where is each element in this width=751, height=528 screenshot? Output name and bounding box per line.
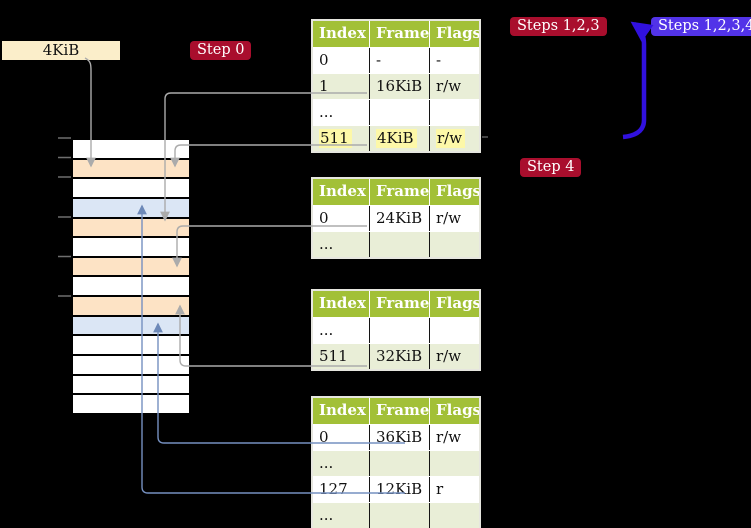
table-row: 127 12KiB r — [313, 476, 479, 502]
memory-frame — [73, 216, 189, 237]
table-row: 511 32KiB r/w — [313, 343, 479, 369]
step4-badge: Step 4 — [520, 158, 582, 177]
table-cell: - — [429, 48, 479, 73]
physical-memory-column — [71, 138, 191, 415]
table-cell — [369, 100, 429, 125]
memory-frame — [73, 140, 189, 158]
table-cell: r/w — [429, 126, 479, 151]
table-header-row: Index Frame Flags — [313, 179, 479, 205]
memory-frame — [73, 196, 189, 217]
table-cell: 24KiB — [369, 206, 429, 231]
column-header-frame: Frame — [369, 21, 429, 47]
page-size-label-box: 4KiB — [2, 41, 120, 60]
highlighted-value: 511 — [319, 129, 352, 148]
table-row: ... — [313, 450, 479, 476]
table-row: ... — [313, 317, 479, 343]
memory-tick-marks — [58, 137, 71, 297]
table-cell: ... — [319, 235, 334, 253]
memory-frame — [73, 354, 189, 374]
column-header-flags: Flags — [429, 21, 479, 47]
steps1234-badge: Steps 1,2,3,4 — [651, 17, 751, 36]
page-table-bottom: Index Frame Flags 0 36KiB r/w ... 127 12… — [311, 396, 481, 528]
table-cell: 0 — [319, 209, 329, 227]
table-row: 0 - - — [313, 47, 479, 73]
table-row: 0 36KiB r/w — [313, 424, 479, 450]
table-row-highlighted: 511 4KiB r/w — [313, 125, 479, 151]
table-cell: 32KiB — [369, 344, 429, 369]
highlighted-value: r/w — [436, 129, 466, 148]
table-cell: 511 — [319, 347, 348, 365]
column-header-index: Index — [319, 182, 366, 200]
table-cell: 511 — [313, 126, 369, 151]
memory-frame — [73, 275, 189, 296]
table-cell: ... — [319, 454, 334, 472]
column-header-frame: Frame — [369, 398, 429, 424]
table-cell — [429, 318, 479, 343]
table-row: 1 16KiB r/w — [313, 73, 479, 99]
table-cell: - — [369, 48, 429, 73]
table-header-row: Index Frame Flags — [313, 21, 479, 47]
table-cell: ... — [319, 321, 334, 339]
table-cell — [429, 100, 479, 125]
table-cell — [369, 503, 429, 528]
column-header-frame: Frame — [369, 291, 429, 317]
highlighted-value: 4KiB — [376, 129, 417, 148]
column-header-frame: Frame — [369, 179, 429, 205]
table-cell: ... — [319, 103, 334, 121]
step0-badge: Step 0 — [190, 41, 252, 60]
table-cell: 0 — [319, 428, 329, 446]
page-table-second: Index Frame Flags 0 24KiB r/w ... — [311, 177, 481, 259]
column-header-flags: Flags — [429, 291, 479, 317]
table-cell — [369, 451, 429, 476]
table-cell — [369, 232, 429, 257]
memory-frame — [73, 236, 189, 256]
table-cell: r/w — [429, 344, 479, 369]
memory-frame — [73, 157, 189, 178]
table-cell — [429, 232, 479, 257]
table-cell: 16KiB — [369, 74, 429, 99]
column-header-index: Index — [319, 24, 366, 42]
table-row: ... — [313, 99, 479, 125]
table-cell: 1 — [319, 77, 329, 95]
table-row: ... — [313, 502, 479, 528]
table-cell: r/w — [429, 74, 479, 99]
table-row: 0 24KiB r/w — [313, 205, 479, 231]
table-cell — [429, 451, 479, 476]
table-header-row: Index Frame Flags — [313, 398, 479, 424]
table-cell: 12KiB — [369, 477, 429, 502]
column-header-index: Index — [319, 401, 366, 419]
loop-back-arrow — [622, 21, 654, 140]
table-cell: ... — [319, 506, 334, 524]
steps123-badge: Steps 1,2,3 — [510, 17, 607, 36]
memory-frame — [73, 255, 189, 276]
table-cell: r/w — [429, 425, 479, 450]
memory-frame — [73, 334, 189, 355]
table-cell — [429, 503, 479, 528]
table-cell: 4KiB — [369, 126, 429, 151]
memory-frame — [73, 177, 189, 197]
table-header-row: Index Frame Flags — [313, 291, 479, 317]
memory-frame — [73, 373, 189, 394]
table-cell: r/w — [429, 206, 479, 231]
memory-frame — [73, 314, 189, 335]
table-cell: 36KiB — [369, 425, 429, 450]
memory-frame — [73, 295, 189, 315]
column-header-index: Index — [319, 294, 366, 312]
table-cell: 0 — [319, 51, 329, 69]
table-row: ... — [313, 231, 479, 257]
table-cell — [369, 318, 429, 343]
page-table-top: Index Frame Flags 0 - - 1 16KiB r/w ... … — [311, 19, 481, 153]
table-cell: 127 — [319, 480, 348, 498]
column-header-flags: Flags — [429, 179, 479, 205]
table-cell: r — [429, 477, 479, 502]
memory-frame — [73, 393, 189, 413]
page-table-third: Index Frame Flags ... 511 32KiB r/w — [311, 289, 481, 371]
column-header-flags: Flags — [429, 398, 479, 424]
